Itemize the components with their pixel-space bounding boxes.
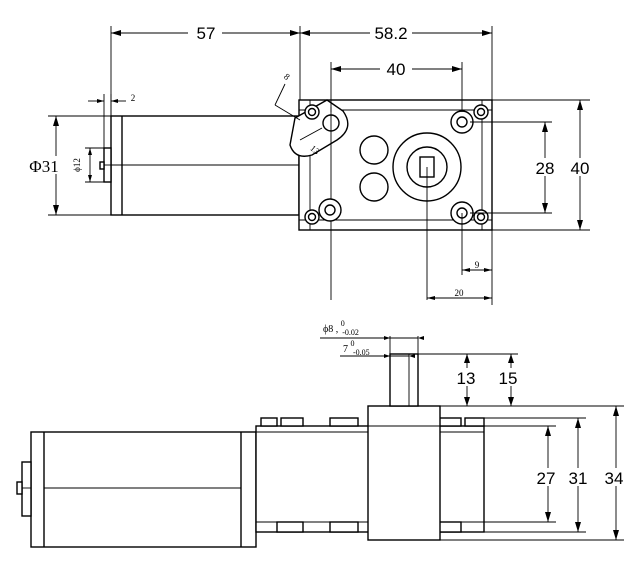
phi8-sep: , xyxy=(336,324,341,335)
dim-20: 20 xyxy=(427,288,492,300)
dim-15: 15 xyxy=(440,353,624,407)
dim-34: 34 xyxy=(440,406,628,541)
dim-58-2: 58.2 xyxy=(300,22,493,100)
dim-40-v-label: 40 xyxy=(571,159,590,178)
dim-40-horizontal: 40 xyxy=(330,58,463,112)
dim-13-flat-label: 13 xyxy=(457,369,476,388)
dim-31: 31 xyxy=(484,417,590,533)
dim-9: 9 xyxy=(461,213,493,305)
flat-value: 7 xyxy=(343,344,348,355)
dim-2-label: 2 xyxy=(131,93,136,103)
phi8-tol-upper: 0 xyxy=(341,319,345,328)
dim-phi31-label: Φ31 xyxy=(29,157,58,176)
dim-34-label: 34 xyxy=(605,469,624,488)
flat-tol-upper: 0 xyxy=(351,339,355,348)
dim-28: 28 xyxy=(470,121,559,214)
dim-7: 7 0 -0.05 xyxy=(340,338,415,358)
dim-9-label: 9 xyxy=(475,260,480,270)
flat-tol-lower: -0.05 xyxy=(353,348,370,357)
dim-13-flat: 13 xyxy=(418,353,478,407)
dim-27-label: 27 xyxy=(537,469,556,488)
dim-31-label: 31 xyxy=(569,469,588,488)
top-view: 57 58.2 40 28 xyxy=(24,22,594,305)
motor-body-side xyxy=(16,431,257,548)
dim-phi12: ϕ12 xyxy=(72,147,104,183)
dim-28-label: 28 xyxy=(536,159,555,178)
dim-7-label: 7 0 -0.05 xyxy=(343,338,370,357)
dim-8-label: 8 xyxy=(282,71,292,82)
gearbox-side xyxy=(255,405,485,541)
dim-40-h-label: 40 xyxy=(387,60,406,79)
dim-27: 27 xyxy=(484,425,560,523)
gearbox-plate-top xyxy=(289,99,493,300)
dim-57-label: 57 xyxy=(197,24,216,43)
dim-phi8-label: ϕ8 , 0 -0.02 xyxy=(323,318,359,337)
phi8-value: ϕ8 xyxy=(323,324,333,335)
dim-2: 2 xyxy=(88,93,135,148)
dim-phi12-label: ϕ12 xyxy=(72,158,82,172)
dim-phi8: ϕ8 , 0 -0.02 xyxy=(320,318,424,340)
side-view: ϕ8 , 0 -0.02 7 0 -0.05 13 xyxy=(16,318,628,548)
dim-20-label: 20 xyxy=(455,288,465,298)
dim-57: 57 xyxy=(110,22,301,116)
output-shaft-side xyxy=(389,336,419,407)
phi8-tol-lower: -0.02 xyxy=(342,328,359,337)
dim-15-label: 15 xyxy=(499,369,518,388)
dim-58-2-label: 58.2 xyxy=(374,24,407,43)
motor-body-top xyxy=(99,115,300,216)
dim-40-vertical: 40 xyxy=(492,99,594,231)
dim-phi31: Φ31 xyxy=(24,115,111,216)
